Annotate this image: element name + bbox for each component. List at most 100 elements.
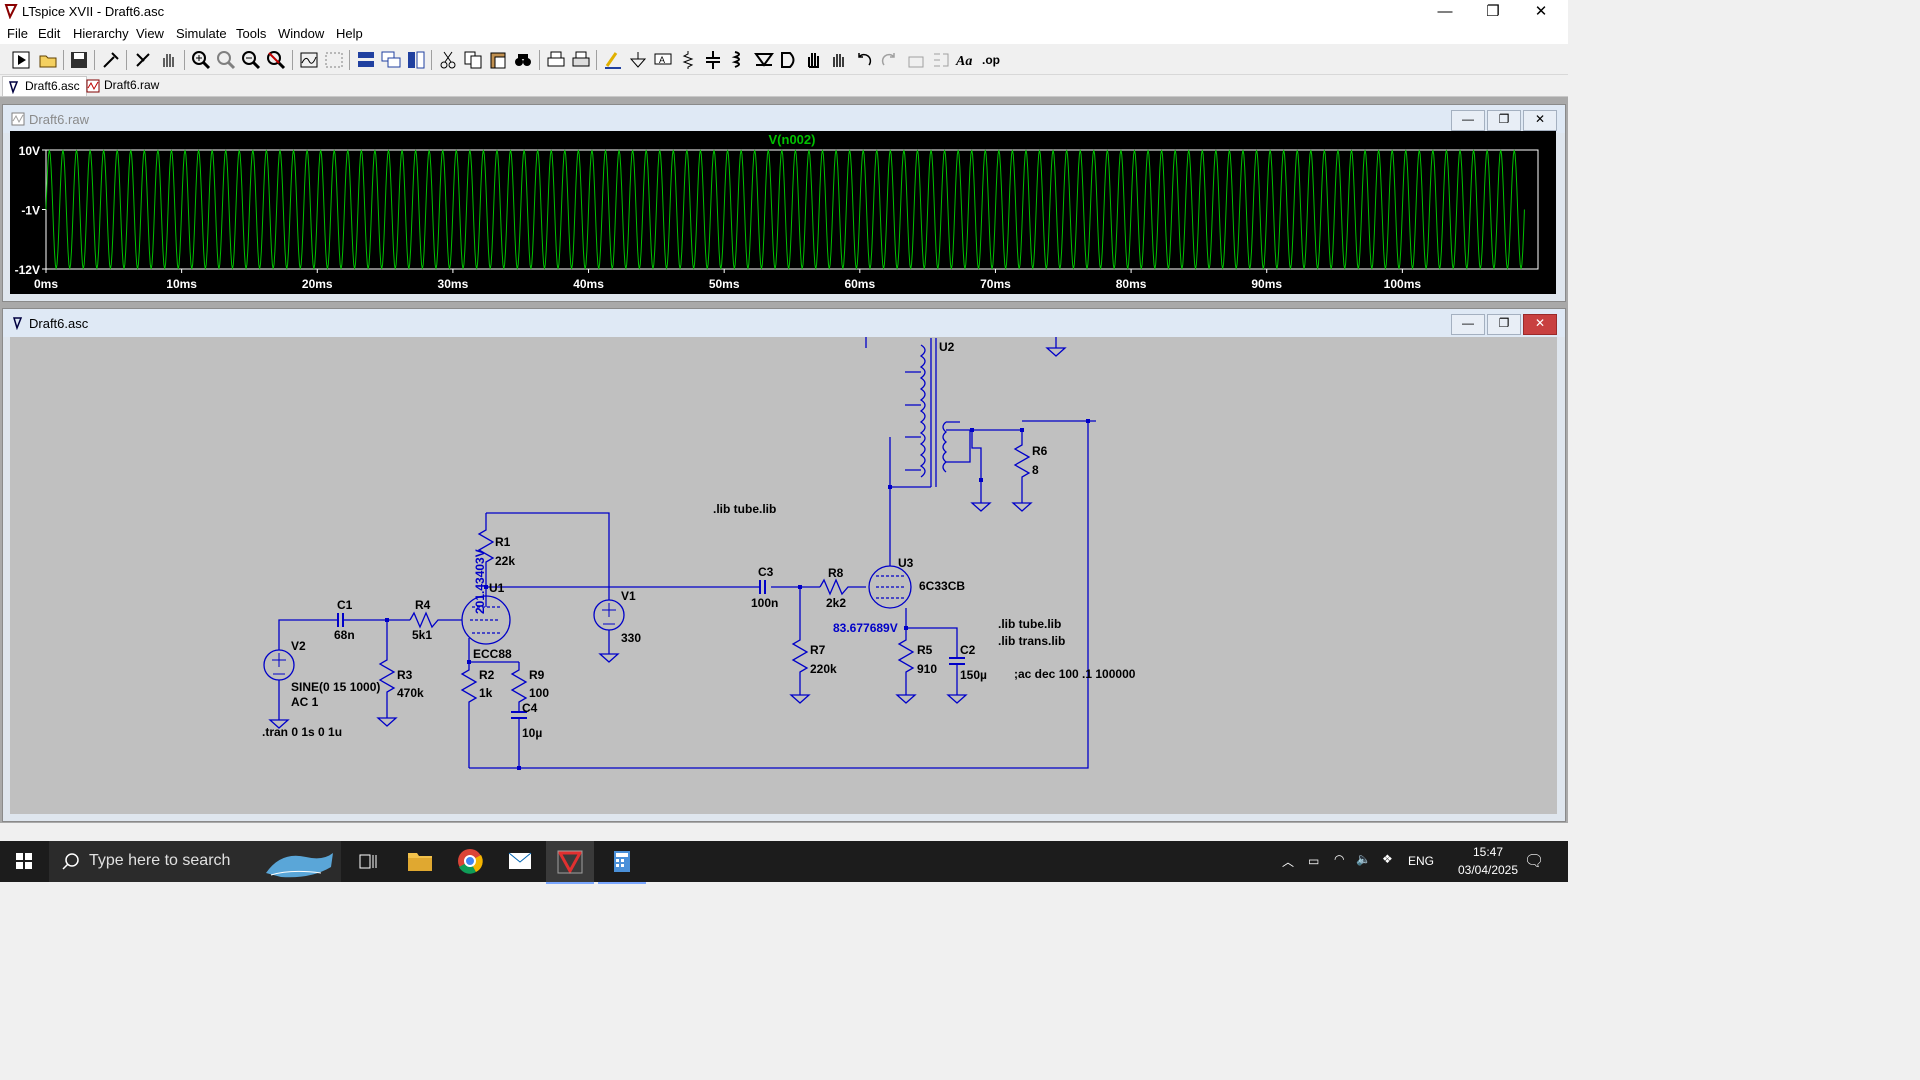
directive-lib-tube[interactable]: .lib tube.lib [713, 502, 776, 516]
directive-lib-tube-2[interactable]: .lib tube.lib [998, 617, 1061, 631]
waveform-window-titlebar[interactable]: Draft6.raw — ❐ ✕ [3, 105, 1565, 133]
schematic-window-titlebar[interactable]: Draft6.asc — ❐ ✕ [3, 309, 1565, 337]
save-icon[interactable] [68, 49, 90, 71]
zoom-out-icon[interactable] [240, 49, 262, 71]
move-hand-icon[interactable] [803, 49, 825, 71]
zoom-area-icon[interactable] [215, 49, 237, 71]
file-explorer-button[interactable] [396, 841, 444, 882]
maximize-button[interactable]: ❐ [1486, 3, 1500, 20]
paste-icon[interactable] [487, 49, 509, 71]
run-icon[interactable] [10, 49, 32, 71]
tile-vertical-icon[interactable] [405, 49, 427, 71]
find-icon[interactable] [512, 49, 534, 71]
chrome-button[interactable] [446, 841, 494, 882]
menu-tools[interactable]: Tools [236, 26, 267, 41]
cascade-icon[interactable] [380, 49, 402, 71]
zoom-in-icon[interactable] [190, 49, 212, 71]
capacitor-icon[interactable] [702, 49, 724, 71]
label-r7: R7 [810, 643, 826, 657]
redo-icon[interactable] [878, 49, 900, 71]
directive-ac-comment[interactable]: ;ac dec 100 .1 100000 [1014, 667, 1136, 681]
menu-hierarchy[interactable]: Hierarchy [73, 26, 129, 41]
pan-hand-icon[interactable] [158, 49, 180, 71]
x-tick-label: 50ms [709, 277, 740, 291]
schematic-maximize-button[interactable]: ❐ [1487, 314, 1521, 335]
value-r6: 8 [1032, 463, 1039, 477]
menu-simulate[interactable]: Simulate [176, 26, 227, 41]
minimize-button[interactable]: — [1437, 3, 1453, 20]
value-v1: 330 [621, 631, 641, 645]
label-net-icon[interactable]: A [652, 49, 674, 71]
battery-icon[interactable]: ▭ [1308, 854, 1320, 868]
value-u1: ECC88 [473, 647, 512, 661]
zoom-fit-icon[interactable] [265, 49, 287, 71]
text-icon[interactable]: Aa [955, 49, 977, 71]
network-icon[interactable]: ◠ [1334, 852, 1345, 866]
ltspice-taskbar-button[interactable] [546, 841, 594, 884]
dropbox-icon[interactable]: ❖ [1382, 852, 1393, 866]
spice-directive-icon[interactable]: .op [980, 49, 1002, 71]
value-c1: 68n [334, 628, 355, 642]
drag-hand-icon[interactable] [828, 49, 850, 71]
start-button[interactable] [0, 841, 48, 882]
value-r9: 100 [529, 686, 549, 700]
mirror-icon[interactable] [930, 49, 952, 71]
waveform-close-button[interactable]: ✕ [1523, 110, 1557, 131]
tab-draft6-raw[interactable]: Draft6.raw [82, 76, 165, 95]
rotate-icon[interactable] [905, 49, 927, 71]
menu-window[interactable]: Window [278, 26, 325, 41]
undo-icon[interactable] [853, 49, 875, 71]
x-tick-label: 60ms [844, 277, 875, 291]
cut-icon[interactable] [437, 49, 459, 71]
tab-label: Draft6.raw [104, 78, 160, 92]
waveform-maximize-button[interactable]: ❐ [1487, 110, 1521, 131]
svg-text:.op: .op [982, 53, 1000, 67]
value-v2-sine: SINE(0 15 1000) [291, 680, 380, 694]
task-view-button[interactable] [344, 841, 392, 882]
open-folder-icon[interactable] [37, 49, 59, 71]
print-preview-icon[interactable] [570, 49, 592, 71]
control-panel-icon[interactable] [100, 49, 122, 71]
waveform-window-title: Draft6.raw [29, 112, 89, 127]
directive-tran[interactable]: .tran 0 1s 0 1u [262, 725, 342, 739]
autorange-icon[interactable] [298, 49, 320, 71]
inductor-icon[interactable] [727, 49, 749, 71]
clock-time[interactable]: 15:47 [1472, 845, 1504, 859]
notification-center-icon[interactable]: 🗨 [1524, 853, 1545, 870]
schematic-close-button[interactable]: ✕ [1523, 314, 1557, 335]
toolbar: A Aa .op [0, 46, 1568, 75]
waveform-minimize-button[interactable]: — [1451, 110, 1485, 131]
clock-date[interactable]: 03/04/2025 [1457, 863, 1519, 877]
schematic-canvas[interactable]: U2 R6 8 .lib tube.lib R1 22k U1 V1 330 C… [10, 337, 1557, 814]
label-r4: R4 [415, 598, 431, 612]
x-tick-label: 40ms [573, 277, 604, 291]
print-icon[interactable] [545, 49, 567, 71]
menu-view[interactable]: View [136, 26, 164, 41]
calculator-button[interactable] [598, 841, 646, 884]
language-indicator[interactable]: ENG [1408, 854, 1435, 868]
ground-icon[interactable] [627, 49, 649, 71]
directive-lib-trans[interactable]: .lib trans.lib [998, 634, 1065, 648]
copy-icon[interactable] [462, 49, 484, 71]
mail-button[interactable] [496, 841, 544, 882]
volume-icon[interactable]: 🔈 [1356, 852, 1371, 866]
component-icon[interactable] [778, 49, 800, 71]
diode-icon[interactable] [753, 49, 775, 71]
show-hidden-icons-icon[interactable]: ︿ [1282, 855, 1295, 869]
grid-icon[interactable] [323, 49, 345, 71]
halt-icon[interactable] [132, 49, 154, 71]
schematic-minimize-button[interactable]: — [1451, 314, 1485, 335]
resistor-icon[interactable] [677, 49, 699, 71]
menu-file[interactable]: File [7, 26, 28, 41]
menu-help[interactable]: Help [336, 26, 363, 41]
label-c2: C2 [960, 643, 976, 657]
menu-edit[interactable]: Edit [38, 26, 61, 41]
close-button[interactable]: ✕ [1534, 3, 1548, 20]
taskbar-search-box[interactable]: Type here to search [49, 841, 341, 882]
draw-wire-icon[interactable] [602, 49, 624, 71]
tab-draft6-asc[interactable]: Draft6.asc [2, 76, 87, 96]
tile-horizontal-icon[interactable] [355, 49, 377, 71]
value-r8: 2k2 [826, 596, 846, 610]
